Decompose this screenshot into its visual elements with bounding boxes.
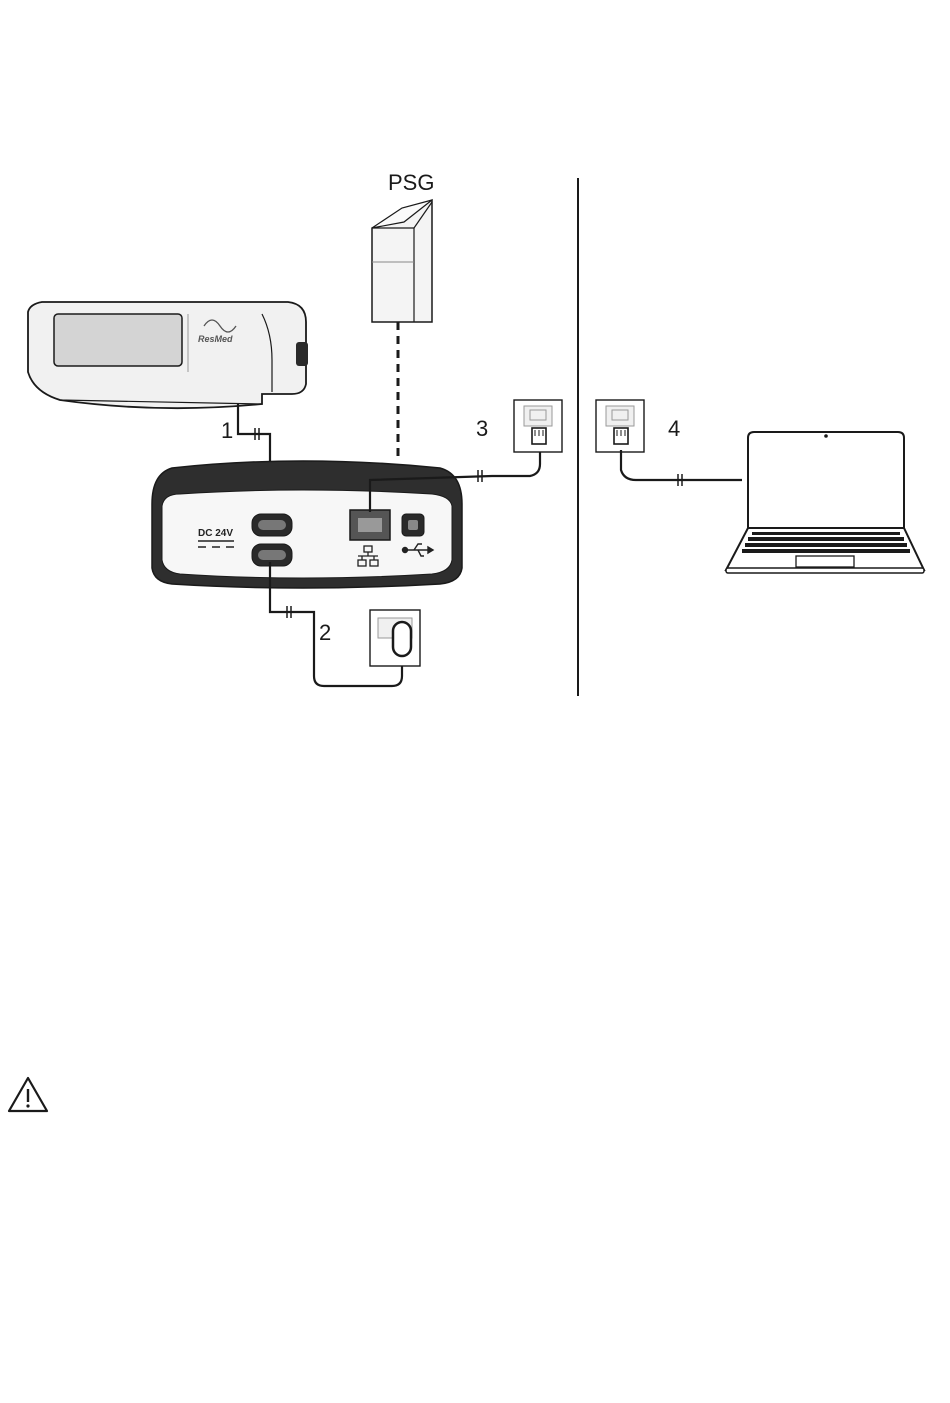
- network-jack-4: [596, 400, 644, 452]
- device-screen: [54, 314, 182, 366]
- hub-module: DC 24V: [152, 461, 462, 588]
- cable-label-1: 1: [221, 418, 233, 443]
- brand-label: ResMed: [198, 334, 233, 344]
- power-outlet: [370, 610, 420, 666]
- cable-label-3: 3: [476, 416, 488, 441]
- resmed-device: ResMed: [28, 302, 308, 408]
- laptop: [726, 432, 924, 573]
- psg-label: PSG: [388, 170, 434, 195]
- dc-label: DC 24V: [198, 528, 233, 539]
- warning-triangle-icon: [9, 1078, 47, 1111]
- cable-label-2: 2: [319, 620, 331, 645]
- psg-server: [372, 200, 432, 322]
- cable-label-4: 4: [668, 416, 680, 441]
- network-jack-3: [514, 400, 562, 452]
